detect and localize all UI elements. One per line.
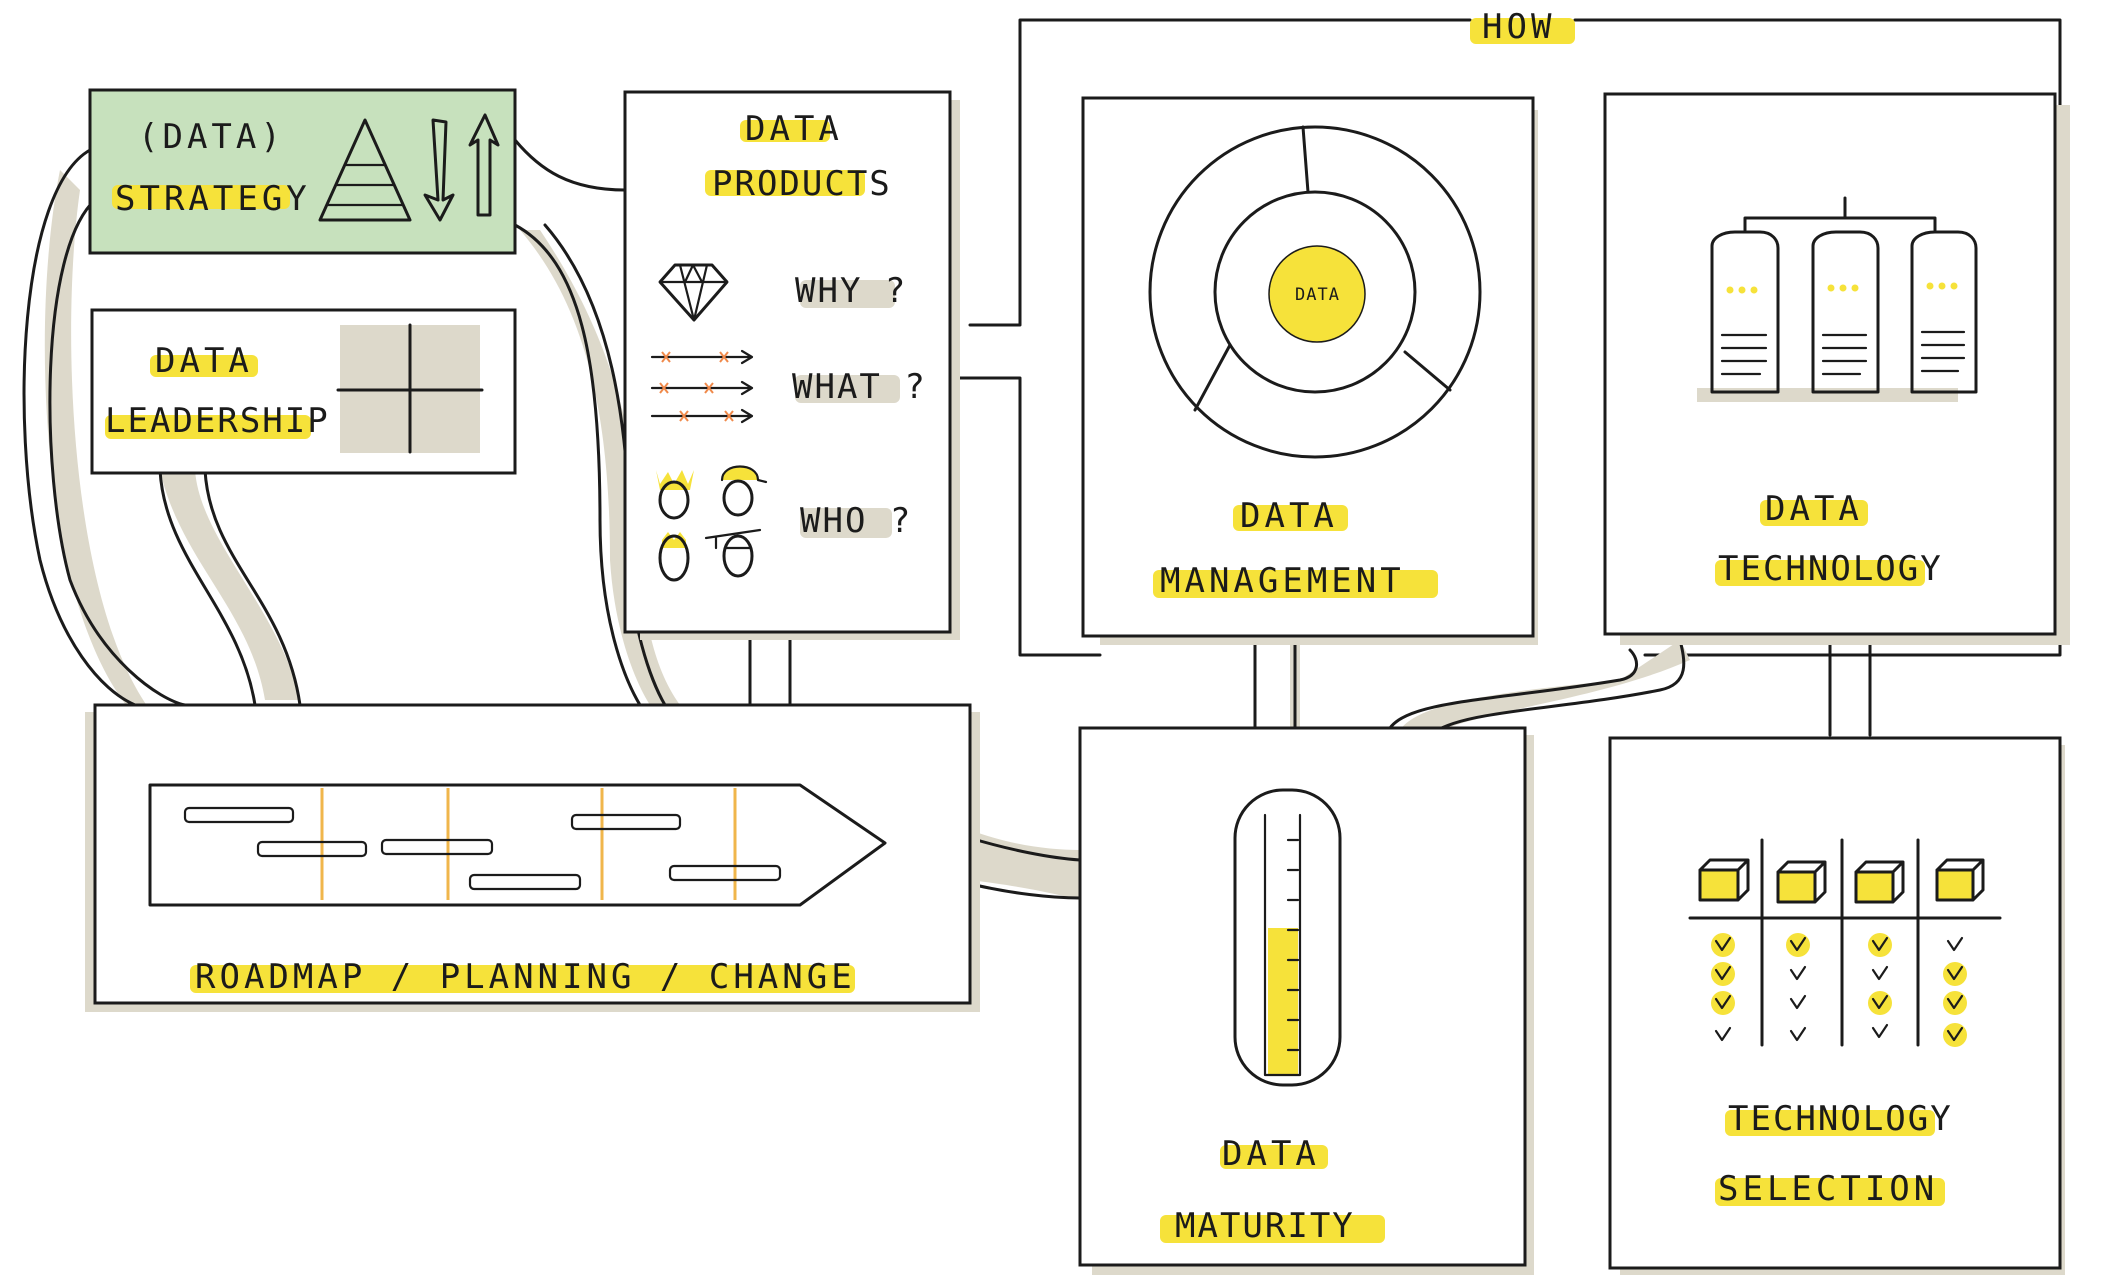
selection-line2: SELECTION <box>1718 1169 1938 1209</box>
technology-line2: TECHNOLOGY <box>1718 549 1943 589</box>
how-title: HOW <box>1482 7 1555 47</box>
server-icon <box>1697 196 1978 402</box>
question-why: WHY ? <box>795 271 907 311</box>
quadrant-icon <box>336 323 484 454</box>
pyramid-icon <box>318 118 412 222</box>
question-what: WHAT ? <box>792 367 927 407</box>
box-roadmap: ROADMAP / PLANNING / CHANGE <box>85 703 980 1012</box>
diamond-icon <box>658 263 729 322</box>
products-line2: PRODUCTS <box>712 164 892 204</box>
technology-line1: DATA <box>1765 489 1863 529</box>
box-technology-selection: TECHNOLOGY SELECTION <box>1608 736 2065 1275</box>
box-data-strategy: (DATA) STRATEGY <box>88 88 517 255</box>
strategy-line2: STRATEGY <box>115 179 311 219</box>
management-core-label: DATA <box>1295 285 1340 305</box>
management-line1: DATA <box>1240 496 1338 536</box>
up-down-arrows-icon <box>423 113 500 222</box>
people-icon <box>656 465 768 582</box>
how-label: HOW <box>1470 7 1575 47</box>
leadership-line1: DATA <box>155 341 253 381</box>
timeline-arrow-icon <box>148 783 887 907</box>
products-line1: DATA <box>745 109 843 149</box>
box-data-products: DATA PRODUCTS <box>623 90 960 640</box>
question-who: WHO ? <box>800 501 912 541</box>
maturity-line1: DATA <box>1222 1134 1320 1174</box>
maturity-line2: MATURITY <box>1175 1206 1355 1246</box>
management-line2: MANAGEMENT <box>1160 561 1405 601</box>
cube-icon <box>1698 858 1985 904</box>
box-data-leadership: DATA LEADERSHIP <box>90 308 517 475</box>
leadership-line2: LEADERSHIP <box>105 401 330 441</box>
box-data-technology: DATA TECHNOLOGY <box>1603 92 2070 645</box>
box-data-management: DATA DATA MANAGEMENT <box>1081 96 1538 645</box>
donut-icon: DATA <box>1148 125 1482 459</box>
thermometer-icon <box>1233 788 1342 1087</box>
selection-line1: TECHNOLOGY <box>1728 1099 1953 1139</box>
strategy-line1: (DATA) <box>138 117 285 157</box>
box-data-maturity: DATA MATURITY <box>1078 726 1534 1275</box>
roadmap-label: ROADMAP / PLANNING / CHANGE <box>195 957 856 997</box>
arrow-list-icon <box>650 349 754 424</box>
checkmark-icon <box>1711 933 1967 1047</box>
selection-matrix-icon <box>1688 838 2002 1047</box>
